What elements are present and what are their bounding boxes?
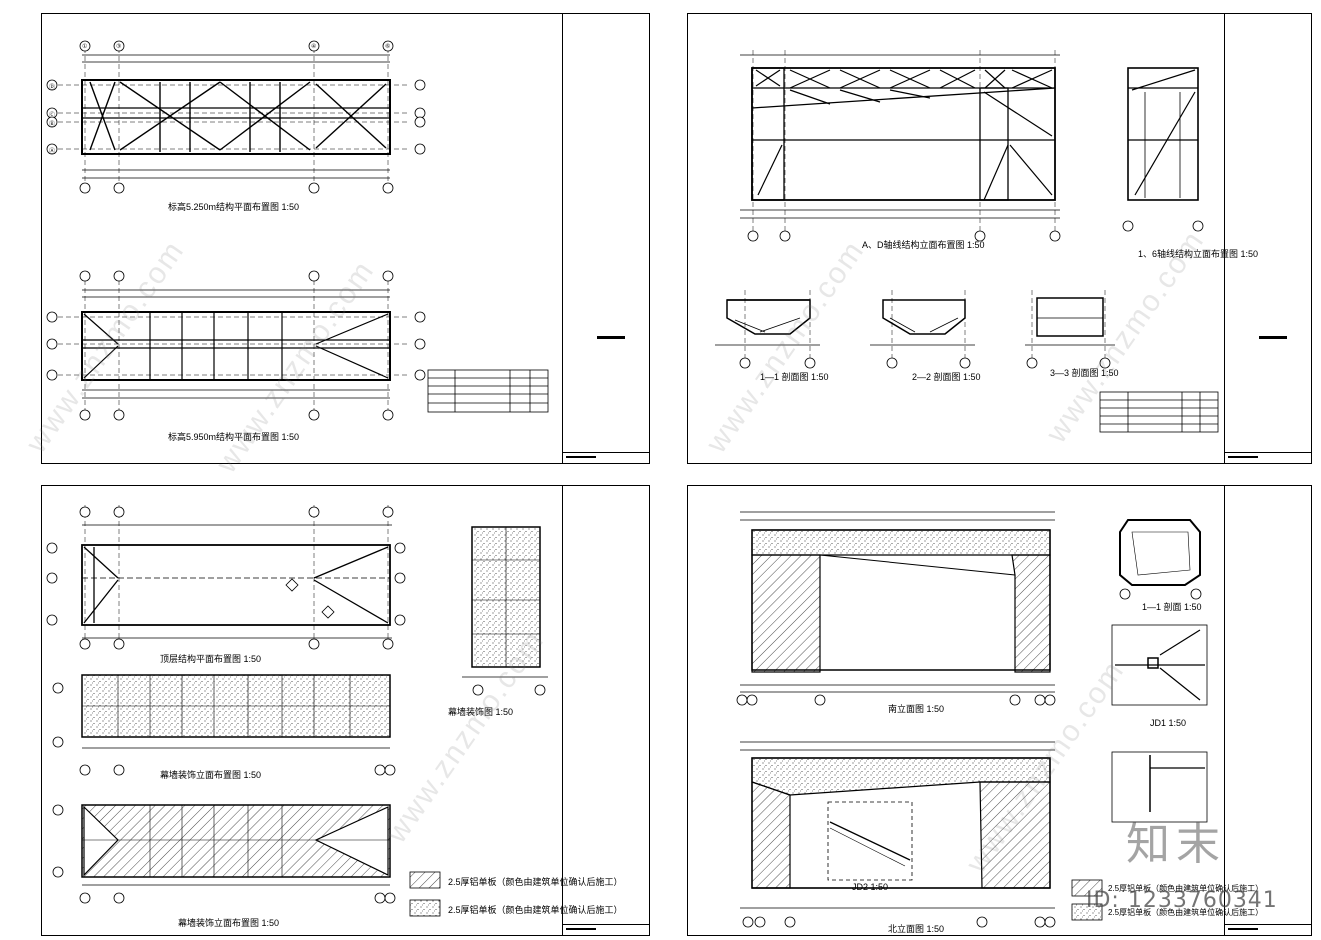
caption-jd1: JD1 1:50	[1150, 718, 1187, 728]
legend-hatch: 2.5厚铝单板（颜色由建筑单位确认后施工）	[448, 877, 623, 887]
axis-label: ⑥	[385, 44, 391, 50]
legend-dots: 2.5厚铝单板（颜色由建筑单位确认后施工）	[448, 905, 623, 915]
caption-elevation-ad: A、D轴线结构立面布置图 1:50	[862, 240, 985, 250]
legend-hatch-sheet4: 2.5厚铝单板（颜色由建筑单位确认后施工）	[1108, 884, 1264, 893]
title-block	[1224, 14, 1311, 463]
caption-plan-5250: 标高5.250m结构平面布置图 1:50	[168, 202, 300, 212]
axis-row-label: Ⓑ	[49, 122, 56, 128]
drawing-sheet-1	[41, 13, 650, 464]
axis-row-label: Ⓐ	[49, 149, 56, 155]
caption-plan-5950: 标高5.950m结构平面布置图 1:50	[168, 432, 300, 442]
axis-label: ④	[311, 44, 317, 50]
caption-elevation-16: 1、6轴线结构立面布置图 1:50	[1138, 249, 1259, 259]
axis-row-label: Ⓒ	[49, 113, 56, 119]
caption-section-1: 1—1 剖面图 1:50	[760, 372, 829, 382]
watermark-id: ID: 1233760341	[1086, 888, 1278, 913]
axis-label: ①	[82, 44, 88, 50]
title-block	[562, 486, 649, 935]
caption-roof-plan: 顶层结构平面布置图 1:50	[160, 654, 262, 664]
caption-facade-side: 幕墙装饰图 1:50	[448, 707, 514, 717]
caption-north-elevation: 北立面图 1:50	[888, 924, 945, 934]
axis-label: ③	[116, 44, 122, 50]
caption-section-3: 3—3 剖面图 1:50	[1050, 368, 1119, 378]
caption-facade-b: 幕墙装饰立面布置图 1:50	[178, 918, 280, 928]
legend-dots-sheet4: 2.5厚铝单板（颜色由建筑单位确认后施工）	[1108, 908, 1264, 917]
caption-jd2: JD2 1:50	[852, 882, 889, 892]
watermark-brand: 知末	[1126, 819, 1226, 870]
caption-south-elevation: 南立面图 1:50	[888, 704, 945, 714]
axis-row-label: Ⓓ	[49, 85, 56, 91]
title-block	[1224, 486, 1311, 935]
caption-facade-a: 幕墙装饰立面布置图 1:50	[160, 770, 262, 780]
title-block	[562, 14, 649, 463]
caption-section-2: 2—2 剖面图 1:50	[912, 372, 981, 382]
caption-section-1-1: 1—1 剖面 1:50	[1142, 602, 1202, 612]
